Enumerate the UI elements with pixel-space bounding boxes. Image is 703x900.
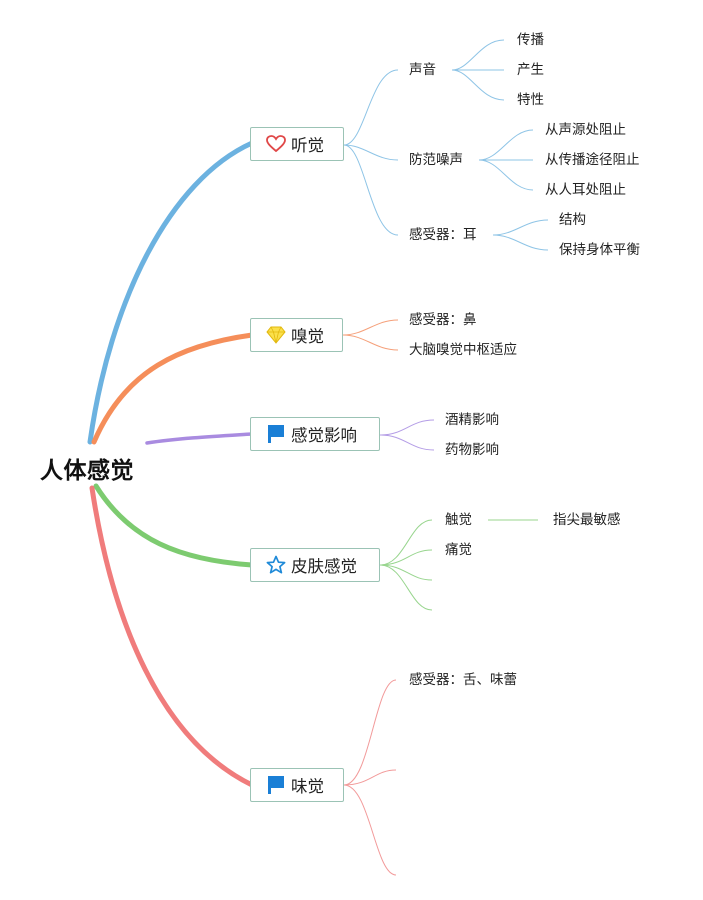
branch-line-hearing bbox=[87, 140, 255, 445]
topic-hearing[interactable]: 听觉 bbox=[250, 127, 344, 161]
subtopic-alcohol[interactable]: 酒精影响 bbox=[445, 412, 499, 428]
topic-skin-label: 皮肤感觉 bbox=[291, 557, 357, 576]
leaf-noise-ear[interactable]: 从人耳处阻止 bbox=[545, 182, 626, 198]
leaf-noise-path[interactable]: 从传播途径阻止 bbox=[545, 152, 640, 168]
subtopic-tongue-receptor[interactable]: 感受器：舌、味蕾 bbox=[409, 672, 517, 688]
branch-line-taste bbox=[89, 485, 255, 788]
root-topic[interactable]: 人体感觉 bbox=[40, 458, 134, 484]
leaf-sound-produce[interactable]: 产生 bbox=[517, 62, 544, 78]
subtopic-pain[interactable]: 痛觉 bbox=[445, 542, 472, 558]
topic-influence-label: 感觉影响 bbox=[291, 426, 357, 445]
subtopic-smell-adaptation[interactable]: 大脑嗅觉中枢适应 bbox=[409, 342, 517, 358]
flag-icon bbox=[265, 424, 287, 444]
influence-sub-lines bbox=[379, 419, 435, 451]
topic-skin[interactable]: 皮肤感觉 bbox=[250, 548, 380, 582]
subtopic-touch[interactable]: 触觉 bbox=[445, 512, 472, 528]
leaf-fingertip[interactable]: 指尖最敏感 bbox=[553, 512, 621, 528]
leaf-noise-source[interactable]: 从声源处阻止 bbox=[545, 122, 626, 138]
subtopic-nose-receptor[interactable]: 感受器：鼻 bbox=[409, 312, 477, 328]
leaf-sound-feature[interactable]: 特性 bbox=[517, 92, 544, 108]
flag-icon bbox=[265, 775, 287, 795]
topic-taste[interactable]: 味觉 bbox=[250, 768, 344, 802]
topic-influence[interactable]: 感觉影响 bbox=[250, 417, 380, 451]
topic-taste-label: 味觉 bbox=[291, 777, 324, 796]
star-icon bbox=[265, 555, 287, 575]
subtopic-ear-receptor[interactable]: 感受器：耳 bbox=[409, 227, 477, 243]
topic-hearing-label: 听觉 bbox=[291, 136, 324, 155]
heart-icon bbox=[265, 134, 287, 154]
branch-line-influence bbox=[145, 432, 254, 445]
branch-line-smell bbox=[91, 332, 255, 445]
leaf-sound-spread[interactable]: 传播 bbox=[517, 32, 544, 48]
subtopic-drug[interactable]: 药物影响 bbox=[445, 442, 499, 458]
leaf-ear-structure[interactable]: 结构 bbox=[559, 212, 586, 228]
topic-smell[interactable]: 嗅觉 bbox=[250, 318, 343, 352]
branch-line-skin bbox=[93, 483, 255, 568]
topic-smell-label: 嗅觉 bbox=[291, 327, 324, 346]
hearing-sub-lines bbox=[343, 39, 549, 251]
smell-sub-lines bbox=[342, 319, 399, 351]
skin-sub-lines bbox=[379, 519, 538, 611]
subtopic-noise-prevention[interactable]: 防范噪声 bbox=[409, 152, 463, 168]
taste-sub-lines bbox=[343, 679, 397, 876]
subtopic-sound[interactable]: 声音 bbox=[409, 62, 436, 78]
diamond-icon bbox=[265, 325, 287, 345]
leaf-ear-balance[interactable]: 保持身体平衡 bbox=[559, 242, 640, 258]
